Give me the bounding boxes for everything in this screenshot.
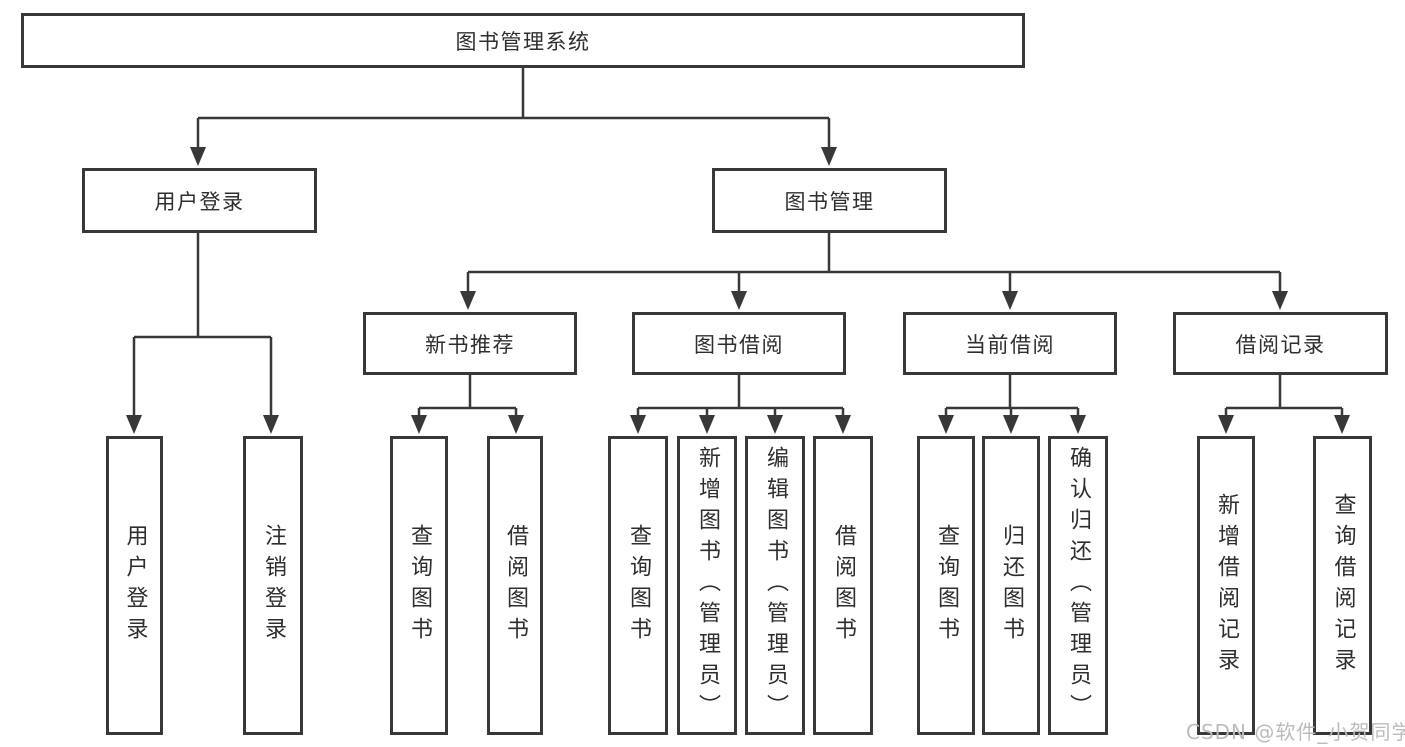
leaf-confirm-return-admin: 确认归还（管理员） bbox=[1048, 436, 1108, 735]
node-book-management: 图书管理 bbox=[712, 168, 947, 233]
leaf-borrow-book-2: 借阅图书 bbox=[813, 436, 873, 735]
node-label: 注销登录 bbox=[261, 523, 286, 648]
node-library-management-system: 图书管理系统 bbox=[21, 13, 1025, 68]
branch-current-borrow bbox=[938, 375, 1086, 434]
leaf-borrow-book-1: 借阅图书 bbox=[487, 436, 543, 735]
branch-root bbox=[190, 68, 837, 166]
node-borrow-records: 借阅记录 bbox=[1173, 312, 1388, 375]
node-label: 归还图书 bbox=[999, 523, 1024, 648]
node-label: 图书管理 bbox=[784, 189, 875, 214]
leaf-return-book: 归还图书 bbox=[982, 436, 1040, 735]
node-label: 编辑图书（管理员） bbox=[763, 446, 788, 725]
leaf-logout: 注销登录 bbox=[243, 436, 303, 735]
branch-borrow-records bbox=[1218, 375, 1350, 434]
csdn-watermark: CSDN @软件_小贺同学 bbox=[1186, 720, 1405, 744]
node-label: 借阅记录 bbox=[1235, 332, 1326, 357]
node-label: 查询图书 bbox=[934, 523, 959, 648]
node-user-login: 用户登录 bbox=[82, 168, 317, 233]
branch-new-book-rec bbox=[411, 375, 524, 434]
node-label: 当前借阅 bbox=[965, 332, 1055, 357]
node-label: 用户登录 bbox=[122, 523, 148, 648]
node-label: 查询借阅记录 bbox=[1330, 492, 1356, 679]
node-label: 查询图书 bbox=[407, 523, 432, 648]
leaf-query-book-2: 查询图书 bbox=[608, 436, 668, 735]
leaf-query-book-1: 查询图书 bbox=[390, 436, 448, 735]
node-label: 图书借阅 bbox=[694, 332, 784, 357]
node-label: 借阅图书 bbox=[831, 523, 856, 648]
node-label: 新增借阅记录 bbox=[1214, 492, 1239, 679]
node-current-borrow: 当前借阅 bbox=[903, 312, 1117, 375]
node-label: 新书推荐 bbox=[425, 332, 515, 357]
leaf-edit-book-admin: 编辑图书（管理员） bbox=[745, 436, 805, 735]
leaf-add-borrow-record: 新增借阅记录 bbox=[1197, 436, 1255, 735]
node-label: 图书管理系统 bbox=[455, 29, 591, 54]
leaf-user-login: 用户登录 bbox=[106, 436, 163, 735]
leaf-add-book-admin: 新增图书（管理员） bbox=[677, 436, 737, 735]
node-new-book-recommend: 新书推荐 bbox=[363, 312, 577, 375]
branch-book-management bbox=[460, 233, 1288, 310]
node-label: 借阅图书 bbox=[503, 523, 528, 648]
node-book-borrow: 图书借阅 bbox=[632, 312, 846, 375]
leaf-query-borrow-record: 查询借阅记录 bbox=[1313, 436, 1372, 735]
node-label: 用户登录 bbox=[154, 189, 245, 214]
leaf-query-book-3: 查询图书 bbox=[917, 436, 975, 735]
node-label: 查询图书 bbox=[626, 523, 651, 648]
node-label: 新增图书（管理员） bbox=[695, 446, 720, 725]
node-label: 确认归还（管理员） bbox=[1066, 446, 1091, 725]
branch-user-login bbox=[126, 233, 279, 434]
branch-book-borrow bbox=[630, 375, 851, 434]
